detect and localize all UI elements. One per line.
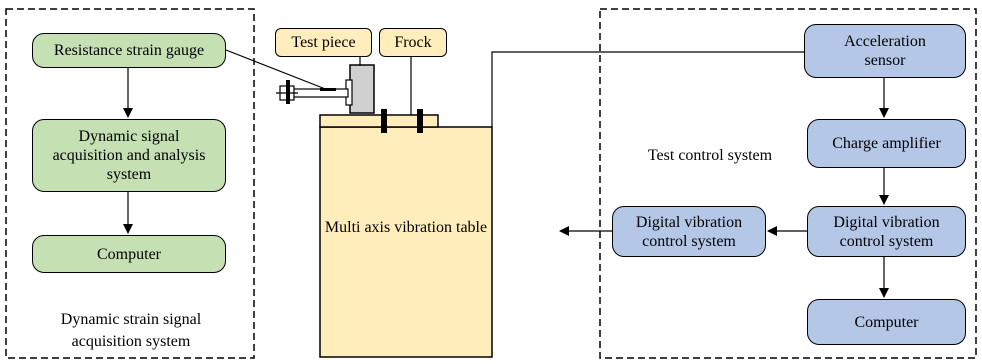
sensor-cable-line	[491, 51, 804, 127]
resistance-strain-gauge-node: Resistance strain gauge	[32, 33, 226, 68]
right-computer-node: Computer	[807, 299, 966, 345]
frock-clamp-right	[417, 109, 423, 133]
dynamic-strain-system-label: Dynamic strain signal acquisition system	[60, 311, 202, 350]
vibration-table	[319, 126, 493, 358]
left-group-border	[5, 8, 255, 359]
acceleration-sensor-node: Acceleration sensor	[804, 24, 966, 78]
arm-end-pin	[286, 80, 290, 104]
vibration-table-label: Multi axis vibration table	[324, 219, 488, 236]
right-group-border	[599, 8, 977, 359]
test-piece-block	[349, 64, 375, 114]
gauge-to-piece-line	[225, 49, 329, 91]
table-top-plate	[319, 114, 439, 128]
charge-amplifier-node: Charge amplifier	[807, 119, 966, 168]
digital-vibration-control-left-node: Digital vibration control system	[612, 206, 766, 257]
test-control-system-label: Test control system	[647, 147, 773, 164]
dynamic-signal-node: Dynamic signal acquisition and analysis …	[32, 119, 226, 192]
left-computer-node: Computer	[32, 235, 226, 273]
digital-vibration-control-right-node: Digital vibration control system	[807, 206, 966, 257]
frock-tag: Frock	[379, 28, 447, 57]
frock-clamp-left	[381, 109, 387, 133]
test-piece-tag: Test piece	[275, 28, 372, 57]
